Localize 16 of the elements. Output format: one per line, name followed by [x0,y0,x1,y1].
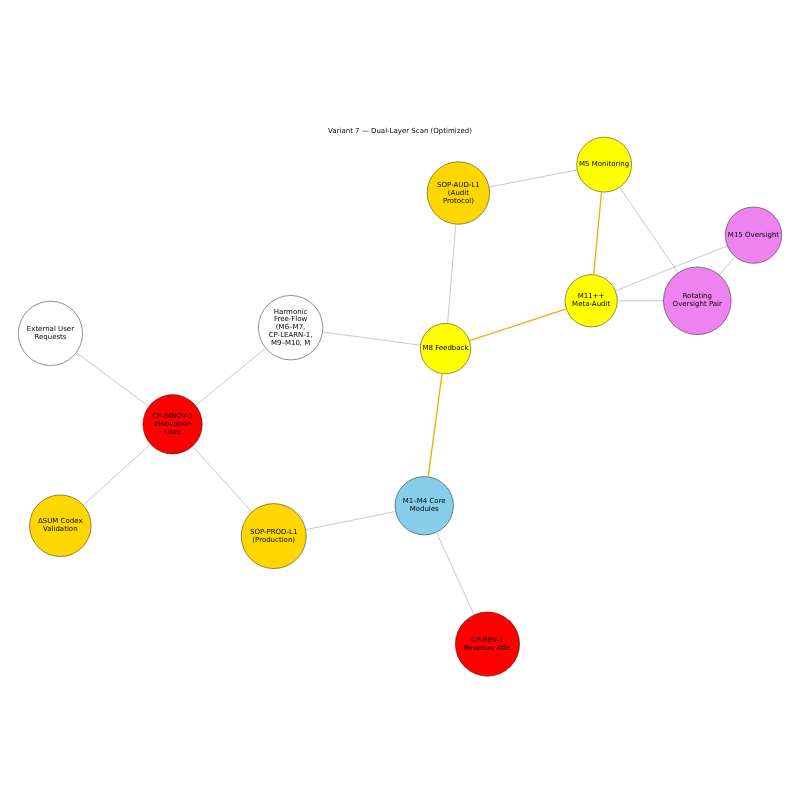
connector [617,299,664,300]
connector [192,445,253,512]
connector [195,346,266,405]
connector [305,510,396,529]
connector [436,531,475,614]
connector [468,307,567,341]
connector [488,168,578,187]
connector [447,223,457,323]
connector [619,186,679,272]
connector [719,255,736,275]
connector [82,443,151,505]
connector [322,330,421,345]
connector [76,351,149,406]
connector [427,372,443,477]
connector [615,244,728,291]
connector [593,190,603,275]
